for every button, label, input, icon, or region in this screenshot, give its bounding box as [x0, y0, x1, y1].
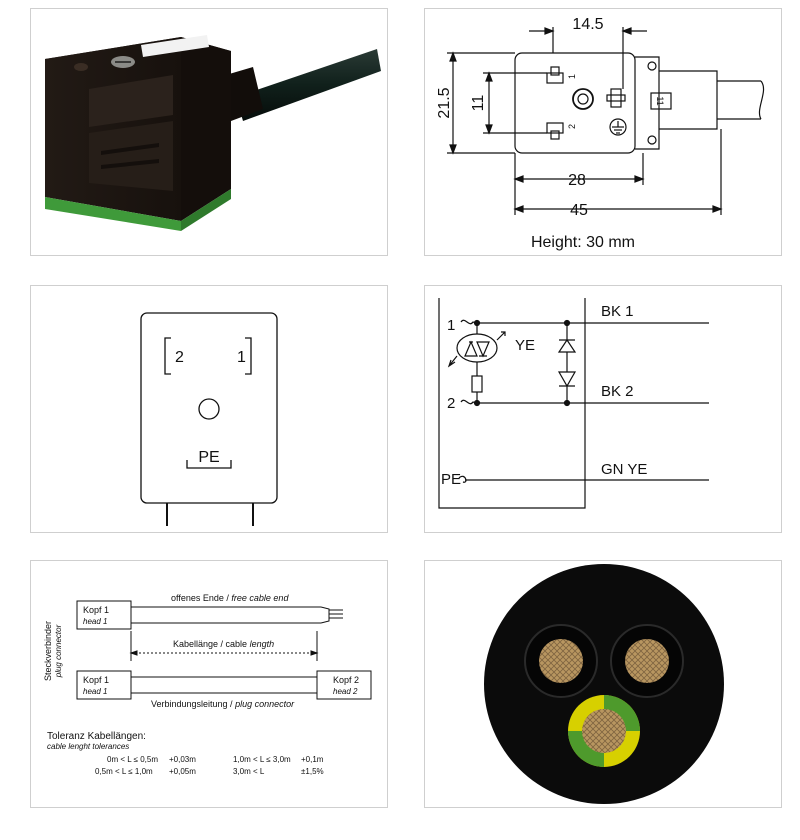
- cable-jacket: [484, 564, 724, 804]
- pin-layout-panel: 2 1 PE: [30, 285, 388, 533]
- dim-overall-width: 45: [570, 202, 588, 219]
- tolerance-title: Toleranz Kabellängen:: [47, 731, 146, 742]
- pin-1-bracket: [245, 337, 252, 375]
- tolerance-value-4: ±1,5%: [301, 767, 324, 776]
- earth-conductor: [568, 695, 640, 767]
- svg-text:head 1: head 1: [83, 617, 107, 626]
- wire-1-label: BK 1: [601, 303, 634, 320]
- connector-green-base: [45, 197, 181, 231]
- center-screw-hole: [572, 88, 594, 110]
- cable-cross-section-panel: [424, 560, 782, 808]
- dim-pin-spacing: 28: [568, 172, 586, 189]
- resistor-icon: [471, 375, 483, 393]
- dim-width-top: 14.5: [572, 16, 603, 33]
- tolerance-value-3: +0,1m: [301, 755, 324, 764]
- cable: [236, 49, 381, 121]
- circuit-diagram: 1 BK 1 2 BK 2 PE GN YE YE: [438, 298, 709, 509]
- cable-cross-section: [484, 564, 724, 804]
- svg-text:Kopf 1: Kopf 1: [83, 605, 109, 615]
- housing-outline: [514, 52, 636, 154]
- pin-right-label: 1: [237, 349, 246, 366]
- svg-text:11: 11: [655, 96, 665, 105]
- svg-text:Kopf 2: Kopf 2: [333, 675, 359, 685]
- center-hole: [198, 398, 220, 420]
- led-window: [74, 63, 88, 71]
- conductor-2-copper: [625, 639, 669, 683]
- head1-box-top: [76, 600, 132, 630]
- tolerance-range-3: 1,0m < L ≤ 3,0m: [233, 755, 291, 764]
- pin1-label: 1: [567, 74, 577, 79]
- diode-upper-icon: [557, 338, 577, 353]
- label-plate: [141, 35, 209, 57]
- cable-length-diagram: Steckverbinder plug connector Kopf 1 hea…: [43, 593, 372, 776]
- length-label: Kabellänge / cable length: [173, 639, 274, 649]
- head2-box: [316, 670, 372, 700]
- pin-left-label: 2: [175, 349, 184, 366]
- pin-2-outline: [546, 122, 564, 134]
- connection-label: Verbindungsleitung / plug connector: [151, 699, 295, 709]
- led-icon: [456, 333, 498, 363]
- terminal-1-label: 1: [447, 317, 455, 334]
- conductor-1-copper: [539, 639, 583, 683]
- dim-inner-height: 11: [470, 95, 487, 112]
- tolerance-value-1: +0,03m: [169, 755, 196, 764]
- earth-ground-icon: [609, 118, 627, 136]
- head1-box-bottom: [76, 670, 132, 700]
- cable-length-panel: Steckverbinder plug connector Kopf 1 hea…: [30, 560, 388, 808]
- terminal-pe-label: PE: [441, 471, 461, 488]
- tolerance-range-4: 3,0m < L: [233, 767, 265, 776]
- pe-label: PE: [198, 449, 219, 466]
- pe-bracket: [186, 460, 232, 469]
- tolerance-value-2: +0,05m: [169, 767, 196, 776]
- wire-2-label: BK 2: [601, 383, 634, 400]
- dimension-drawing: 11 1 2 14.5 21: [436, 16, 765, 251]
- axis-label-de: Steckverbinder: [43, 621, 53, 681]
- tolerance-subtitle: cable lenght tolerances: [47, 742, 129, 751]
- pin-2-bracket: [164, 337, 171, 375]
- connector-face-outline: [140, 312, 278, 504]
- dimension-drawing-panel: 11 1 2 14.5 21: [424, 8, 782, 256]
- svg-text:head 2: head 2: [333, 687, 358, 696]
- connector-photo-panel: [30, 8, 388, 256]
- height-note: Height: 30 mm: [531, 234, 635, 251]
- tolerance-range-1: 0m < L ≤ 0,5m: [107, 755, 158, 764]
- pin-layout: 2 1 PE: [140, 312, 278, 526]
- pin-1-outline: [546, 72, 564, 84]
- diode-lower-icon: [557, 371, 577, 388]
- circuit-diagram-panel: 1 BK 1 2 BK 2 PE GN YE YE: [424, 285, 782, 533]
- tolerance-range-2: 0,5m < L ≤ 1,0m: [95, 767, 153, 776]
- axis-label-en: plug connector: [54, 624, 63, 678]
- pin-earth-outline: [610, 88, 622, 108]
- connector-side: [181, 37, 231, 221]
- wire-pe-label: GN YE: [601, 461, 647, 478]
- free-end-label: offenes Ende / free cable end: [171, 593, 289, 603]
- terminal-2-label: 2: [447, 395, 455, 412]
- svg-text:head 1: head 1: [83, 687, 107, 696]
- svg-text:Kopf 1: Kopf 1: [83, 675, 109, 685]
- pin2-label: 2: [567, 124, 577, 129]
- connector-photo: [45, 35, 381, 231]
- dim-height-left: 21.5: [436, 87, 453, 118]
- led-color-label: YE: [515, 337, 535, 354]
